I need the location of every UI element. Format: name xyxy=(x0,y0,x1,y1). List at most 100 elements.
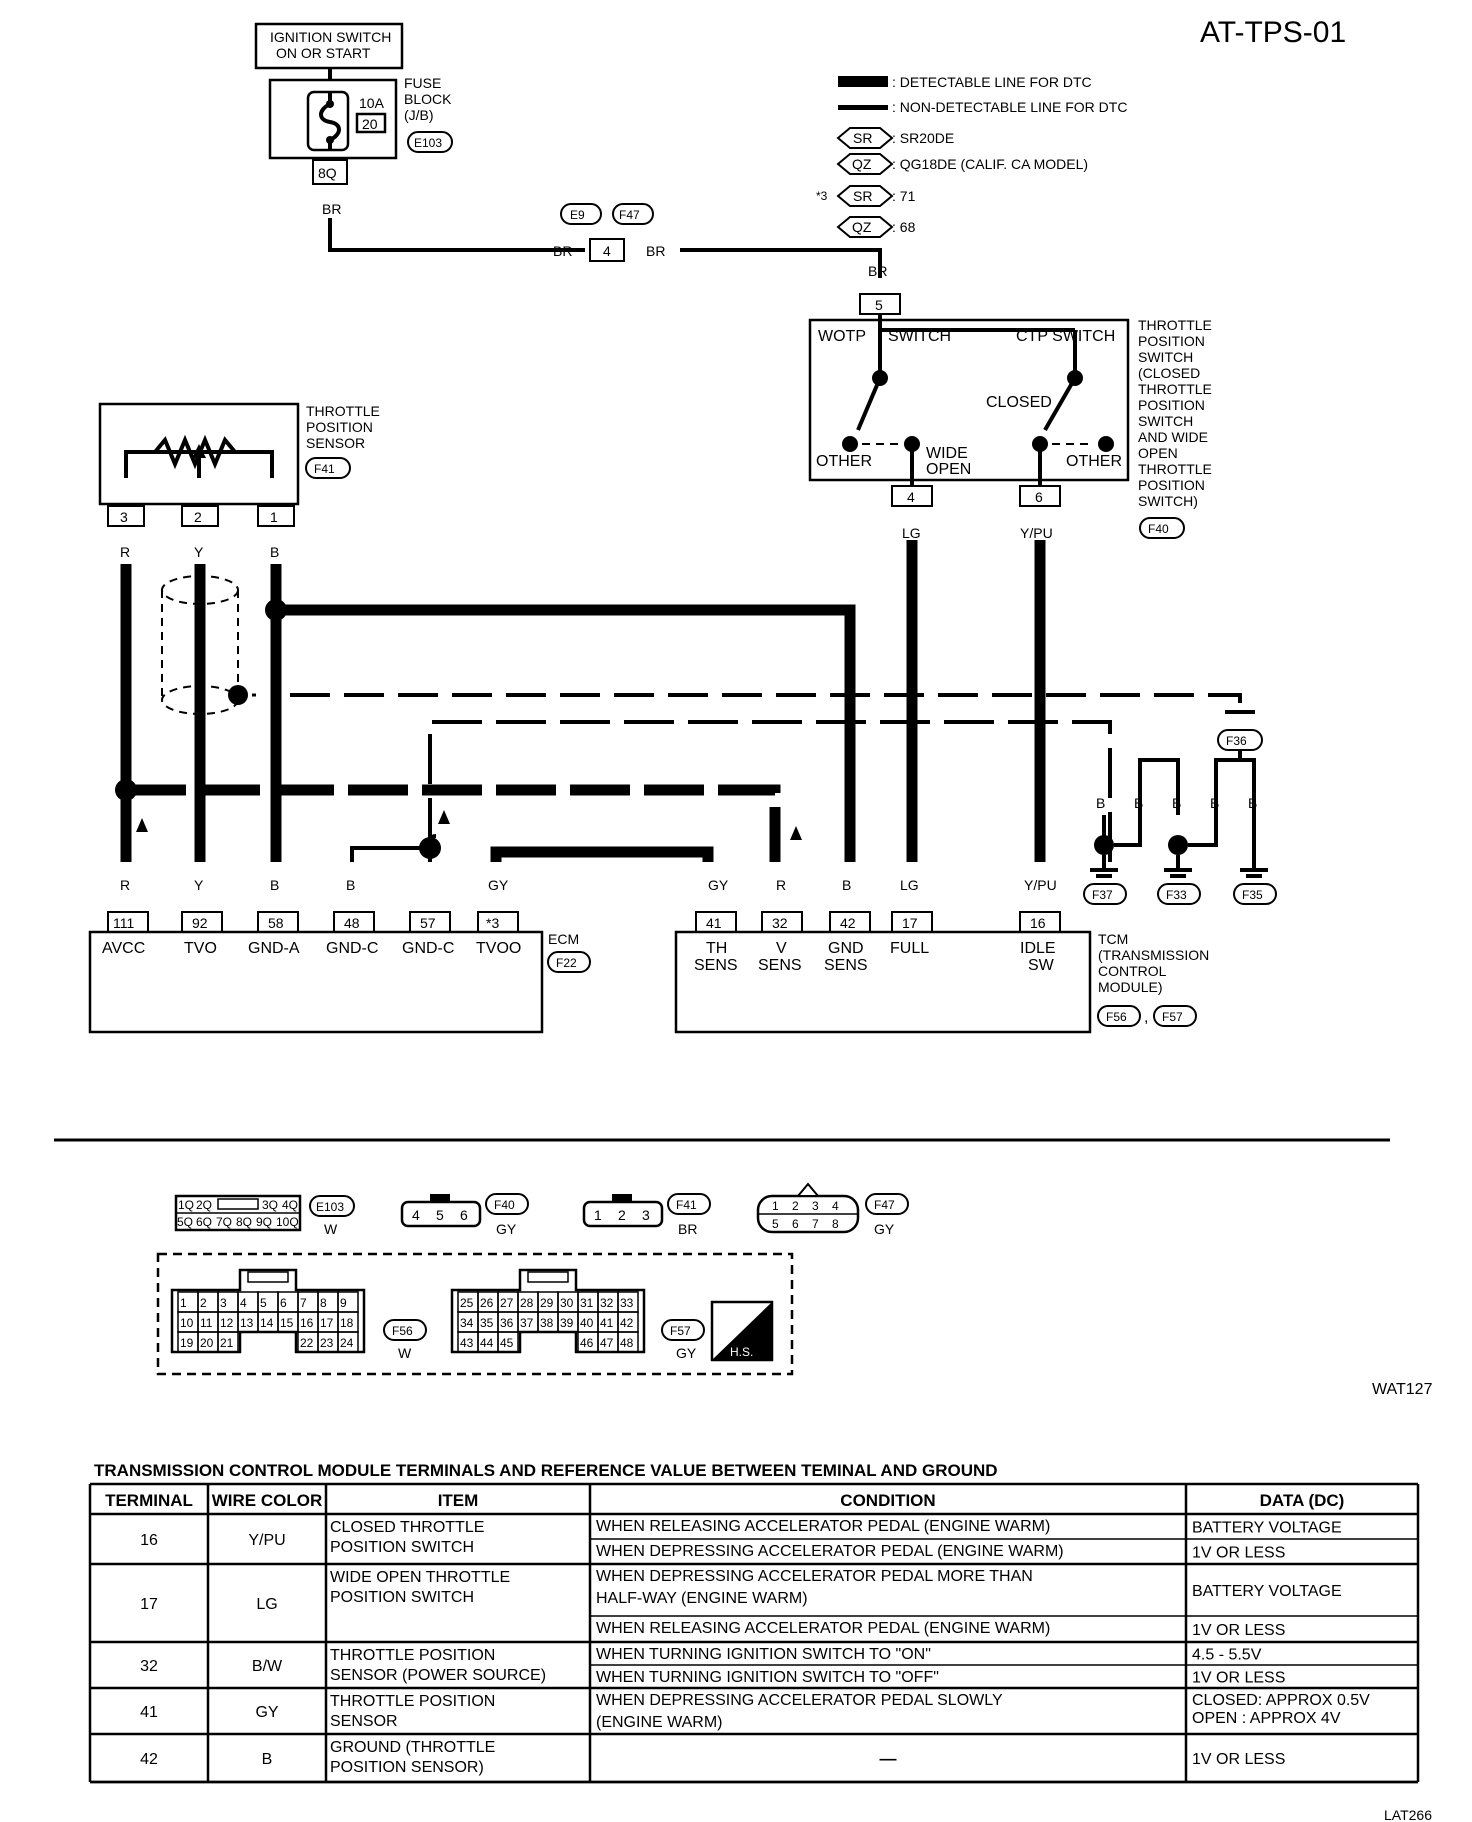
table-cell-condition: WHEN TURNING IGNITION SWITCH TO "OFF" xyxy=(596,1669,939,1686)
tps-pin2: 2 xyxy=(194,509,202,525)
table-cell-item: SENSOR (POWER SOURCE) xyxy=(330,1667,546,1684)
connector-cell: 40 xyxy=(580,1316,594,1330)
svg-text:7Q: 7Q xyxy=(216,1215,232,1229)
connector-f40-view: 4 5 6 F40 GY xyxy=(400,1193,529,1237)
svg-text:6Q: 6Q xyxy=(196,1215,212,1229)
table-cell-condition: — xyxy=(880,1749,897,1768)
table-cell-data: OPEN : APPROX 4V xyxy=(1192,1710,1341,1727)
resistor-icon xyxy=(153,434,237,470)
svg-text:4Q: 4Q xyxy=(282,1198,298,1212)
other-left-label: OTHER xyxy=(816,453,872,470)
wire-ypu-top: Y/PU xyxy=(1020,525,1053,541)
table-cell-data: CLOSED: APPROX 0.5V xyxy=(1192,1692,1370,1709)
fuse-num: 20 xyxy=(362,116,378,132)
connector-cell: 23 xyxy=(320,1336,334,1350)
legend-qz-text: : QG18DE (CALIF. CA MODEL) xyxy=(892,156,1088,172)
tcm-v: V xyxy=(776,940,787,957)
table-cell-item: CLOSED THROTTLE xyxy=(330,1519,484,1536)
connector-cell: 36 xyxy=(500,1316,514,1330)
wire-br-1: BR xyxy=(322,201,341,217)
legend-note-mark: *3 xyxy=(816,189,828,203)
wire-gy-tcm: GY xyxy=(708,877,729,893)
svg-text:GY: GY xyxy=(676,1345,697,1361)
table-cell-terminal: 42 xyxy=(140,1751,158,1768)
svg-text:8Q: 8Q xyxy=(236,1215,252,1229)
connector-cell: 30 xyxy=(560,1296,574,1310)
table-cell-condition: WHEN RELEASING ACCELERATOR PEDAL (ENGINE… xyxy=(596,1620,1050,1637)
tcm-pin-16: 16 xyxy=(1030,915,1046,931)
table-cell-terminal: 16 xyxy=(140,1532,158,1549)
connector-cell: 46 xyxy=(580,1336,594,1350)
connector-cell: 41 xyxy=(600,1316,614,1330)
page-code: LAT266 xyxy=(1384,1807,1432,1822)
wire-ypu-tcm: Y/PU xyxy=(1024,877,1057,893)
connector-cell: 48 xyxy=(620,1336,634,1350)
legend-qz-hex xyxy=(836,153,894,175)
wire-br-2: BR xyxy=(553,243,572,259)
tcm-gnd-sens: SENS xyxy=(824,957,868,974)
ecm-conn: F22 xyxy=(556,956,577,970)
switch-label: SWITCH xyxy=(888,328,951,345)
table-cell-condition: WHEN DEPRESSING ACCELERATOR PEDAL MORE T… xyxy=(596,1568,1033,1585)
svg-text:6: 6 xyxy=(792,1217,799,1231)
connector-cell: 39 xyxy=(560,1316,574,1330)
wire-br-4: BR xyxy=(868,263,887,279)
svg-text:GY: GY xyxy=(874,1221,895,1237)
svg-text:POSITION: POSITION xyxy=(1138,397,1205,413)
fuse-conn: E103 xyxy=(414,136,442,150)
table-cell-item: POSITION SWITCH xyxy=(330,1539,474,1556)
svg-text:8: 8 xyxy=(832,1217,839,1231)
tps-name2: POSITION xyxy=(306,419,373,435)
throttle-position-switch: 5 WOTP SWITCH CTP SWITCH CLOSED OTHER WI… xyxy=(808,293,1212,539)
tcm-comma: , xyxy=(1144,1009,1148,1026)
svg-text:POSITION: POSITION xyxy=(1138,477,1205,493)
wide-label: WIDE xyxy=(926,445,968,462)
ctp-label: CTP SWITCH xyxy=(1016,328,1115,345)
wire-b-tcm: B xyxy=(842,877,851,893)
fuse-label3: (J/B) xyxy=(404,107,434,123)
wire-r-top: R xyxy=(120,544,130,560)
svg-text:F56: F56 xyxy=(392,1324,413,1338)
legend-sr-label: SR xyxy=(853,130,872,146)
connector-cell: 20 xyxy=(200,1336,214,1350)
diagram-title: AT-TPS-01 xyxy=(1200,16,1346,49)
table-cell-wire: Y/PU xyxy=(248,1532,285,1549)
ecm-pin-tvoo: *3 xyxy=(486,915,499,931)
table-cell-condition: (ENGINE WARM) xyxy=(596,1714,723,1731)
connector-f41-view: 1 2 3 F41 BR xyxy=(582,1193,711,1237)
other-right-label: OTHER xyxy=(1066,453,1122,470)
conn-e9: E9 xyxy=(570,208,585,222)
fuse-amp: 10A xyxy=(359,95,385,111)
figure-code: WAT127 xyxy=(1372,1381,1433,1398)
svg-text:THROTTLE: THROTTLE xyxy=(1138,317,1212,333)
connector-cell: 13 xyxy=(240,1316,254,1330)
tcm-pin-17: 17 xyxy=(902,915,918,931)
table-cell-terminal: 41 xyxy=(140,1704,158,1721)
connector-cell: 37 xyxy=(520,1316,534,1330)
tps-switch-name: THROTTLE POSITION SWITCH (CLOSED THROTTL… xyxy=(1138,317,1212,509)
legend-sr-hex xyxy=(836,127,894,149)
legend-thick-line xyxy=(838,76,888,87)
tps-switch-pin6: 6 xyxy=(1035,489,1043,505)
connector-cell: 31 xyxy=(580,1296,594,1310)
svg-text:W: W xyxy=(324,1221,338,1237)
svg-text:SWITCH): SWITCH) xyxy=(1138,493,1198,509)
svg-text:F57: F57 xyxy=(670,1324,691,1338)
tcm-module: GY R B LG Y/PU 41 32 42 17 16 TH SENS V … xyxy=(674,877,1209,1034)
tps-pin3: 3 xyxy=(120,509,128,525)
connector-cell: 14 xyxy=(260,1316,274,1330)
tcm-pin-42: 42 xyxy=(840,915,856,931)
table-cell-item: POSITION SENSOR) xyxy=(330,1759,484,1776)
svg-text:E103: E103 xyxy=(316,1200,344,1214)
connector-cell: 28 xyxy=(520,1296,534,1310)
fuse-label2: BLOCK xyxy=(404,91,452,107)
connector-cell: 42 xyxy=(620,1316,634,1330)
wire-lg-top: LG xyxy=(902,525,921,541)
connector-cell: 32 xyxy=(600,1296,614,1310)
svg-text:9Q: 9Q xyxy=(256,1215,272,1229)
wire-y-top: Y xyxy=(194,544,204,560)
tps-switch-conn: F40 xyxy=(1148,522,1169,536)
